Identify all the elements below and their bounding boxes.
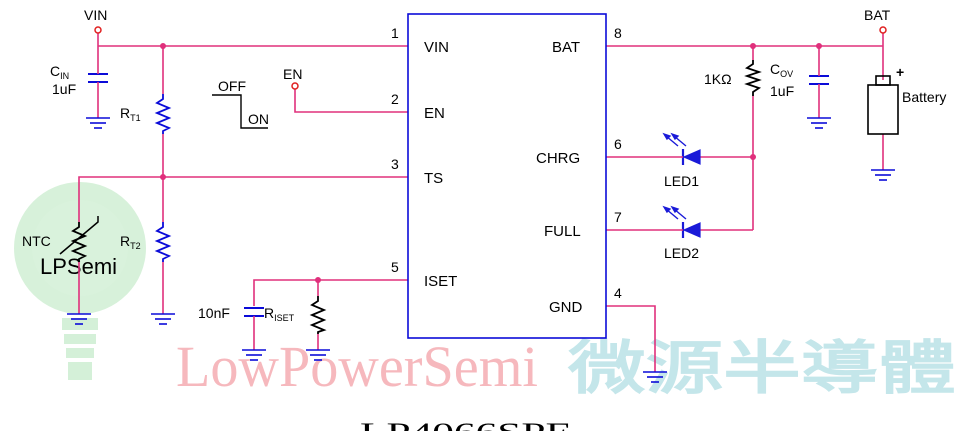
ground-icon bbox=[151, 313, 175, 325]
chip-body bbox=[407, 13, 607, 339]
battery-label: Battery bbox=[902, 89, 946, 105]
pin-number-2: 2 bbox=[391, 91, 399, 107]
junctions bbox=[160, 43, 822, 283]
ground-icon bbox=[643, 371, 667, 383]
rt2-label: RT2 bbox=[120, 233, 141, 251]
pin-name-chrg: CHRG bbox=[536, 150, 580, 167]
pin-number-6: 6 bbox=[614, 136, 622, 152]
pin-number-1: 1 bbox=[391, 25, 399, 41]
vin-net-label: VIN bbox=[84, 7, 107, 23]
pin-name-iset: ISET bbox=[424, 273, 457, 290]
watermark: LPSemi LowPowerSemi 微源半導體 bbox=[14, 182, 956, 402]
led1-icon bbox=[662, 132, 701, 165]
rt1-label-sub: T1 bbox=[130, 113, 141, 123]
cov-label-main: C bbox=[770, 61, 780, 77]
ground-icon bbox=[871, 169, 895, 181]
rt2-label-sub: T2 bbox=[130, 241, 141, 251]
r1k-value: 1KΩ bbox=[704, 71, 732, 87]
rt1-label: RT1 bbox=[120, 105, 141, 123]
ntc-thermistor-icon bbox=[59, 216, 99, 262]
chip: 1 VIN 2 EN 3 TS 5 ISET 8 BAT 6 CHRG 7 FU… bbox=[391, 13, 622, 339]
pin-name-bat: BAT bbox=[552, 39, 580, 56]
watermark-brand-cjk: 微源半導體 bbox=[567, 334, 956, 402]
ground-icon bbox=[807, 117, 831, 129]
switch-on-label: ON bbox=[248, 111, 269, 127]
wires bbox=[78, 33, 884, 372]
en-net-label: EN bbox=[283, 66, 302, 82]
pin-number-7: 7 bbox=[614, 209, 622, 225]
lightbulb-logo-icon: LPSemi bbox=[14, 182, 146, 380]
pin-number-8: 8 bbox=[614, 25, 622, 41]
led1-label: LED1 bbox=[664, 173, 699, 189]
bat-terminal-icon bbox=[879, 26, 887, 34]
pin-number-3: 3 bbox=[391, 156, 399, 172]
cov-value: 1uF bbox=[770, 83, 794, 99]
en-switch-icon: OFF ON bbox=[212, 78, 269, 129]
led2-label: LED2 bbox=[664, 245, 699, 261]
junction-dot bbox=[816, 43, 822, 49]
net-terminals: VIN EN BAT bbox=[84, 7, 891, 90]
cov-label: COV bbox=[770, 61, 793, 79]
junction-dot bbox=[160, 174, 166, 180]
riset-label-sub: ISET bbox=[274, 313, 295, 323]
riset-label: RISET bbox=[264, 305, 295, 323]
part-number: LP4066SPE bbox=[360, 418, 572, 431]
rt1-resistor-icon bbox=[154, 94, 172, 134]
pin-name-gnd: GND bbox=[549, 299, 583, 316]
rt2-resistor-icon bbox=[154, 222, 172, 262]
cin-label-sub: IN bbox=[60, 71, 69, 81]
cov-label-sub: OV bbox=[780, 69, 793, 79]
rt1-label-main: R bbox=[120, 105, 130, 121]
pin-number-4: 4 bbox=[614, 285, 622, 301]
junction-dot bbox=[750, 43, 756, 49]
ground-icon bbox=[306, 349, 330, 361]
ciset-value: 10nF bbox=[198, 305, 230, 321]
ntc-label: NTC bbox=[22, 233, 51, 249]
en-terminal-icon bbox=[291, 82, 299, 90]
ground-icon bbox=[242, 349, 266, 361]
switch-off-label: OFF bbox=[218, 78, 246, 94]
bat-net-label: BAT bbox=[864, 7, 891, 23]
cin-capacitor-icon bbox=[88, 68, 108, 90]
pin-name-en: EN bbox=[424, 105, 445, 122]
pin-name-vin: VIN bbox=[424, 39, 449, 56]
r1k-resistor-icon bbox=[744, 60, 762, 96]
cov-capacitor-icon bbox=[809, 72, 829, 90]
ground-symbols bbox=[67, 117, 895, 383]
vin-terminal-icon bbox=[94, 26, 102, 34]
pin-number-5: 5 bbox=[391, 259, 399, 275]
ground-icon bbox=[86, 117, 110, 129]
watermark-brand-latin: LowPowerSemi bbox=[176, 334, 538, 399]
junction-dot bbox=[160, 43, 166, 49]
led2-icon bbox=[662, 205, 701, 238]
battery-icon bbox=[867, 75, 899, 135]
battery-polarity: + bbox=[896, 64, 904, 80]
ground-icon bbox=[67, 313, 91, 325]
pin-name-ts: TS bbox=[424, 170, 443, 187]
junction-dot bbox=[315, 277, 321, 283]
cin-value: 1uF bbox=[52, 81, 76, 97]
riset-label-main: R bbox=[264, 305, 274, 321]
iset-capacitor-icon bbox=[244, 307, 264, 322]
pin-name-full: FULL bbox=[544, 223, 581, 240]
junction-dot bbox=[750, 154, 756, 160]
cin-label: CIN bbox=[50, 63, 69, 81]
cin-label-main: C bbox=[50, 63, 60, 79]
riset-resistor-icon bbox=[309, 296, 327, 334]
rt2-label-main: R bbox=[120, 233, 130, 249]
